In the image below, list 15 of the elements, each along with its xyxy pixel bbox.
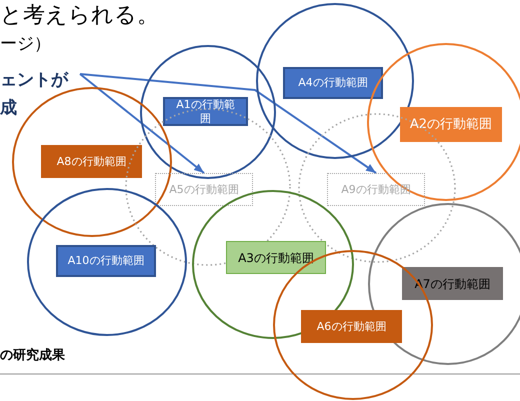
body-text: ージ） <box>0 33 51 55</box>
heading-text: と考えられる。 <box>0 2 159 30</box>
range-label: A10の行動範囲 <box>56 245 156 277</box>
range-label: A6の行動範囲 <box>301 310 402 343</box>
arrow <box>79 73 205 174</box>
range-label: A3の行動範囲 <box>226 241 326 274</box>
range-circle <box>140 45 276 179</box>
range-label: A4の行動範囲 <box>283 67 383 99</box>
callout-text: ェントが成 <box>0 66 82 124</box>
arrow <box>80 73 377 174</box>
range-label: A8の行動範囲 <box>41 145 142 178</box>
range-label: A5の行動範囲 <box>155 173 253 206</box>
range-label: A2の行動範囲 <box>400 107 502 142</box>
range-label: A1の行動範囲 <box>163 97 248 126</box>
footer-text: の研究成果 <box>0 346 65 364</box>
